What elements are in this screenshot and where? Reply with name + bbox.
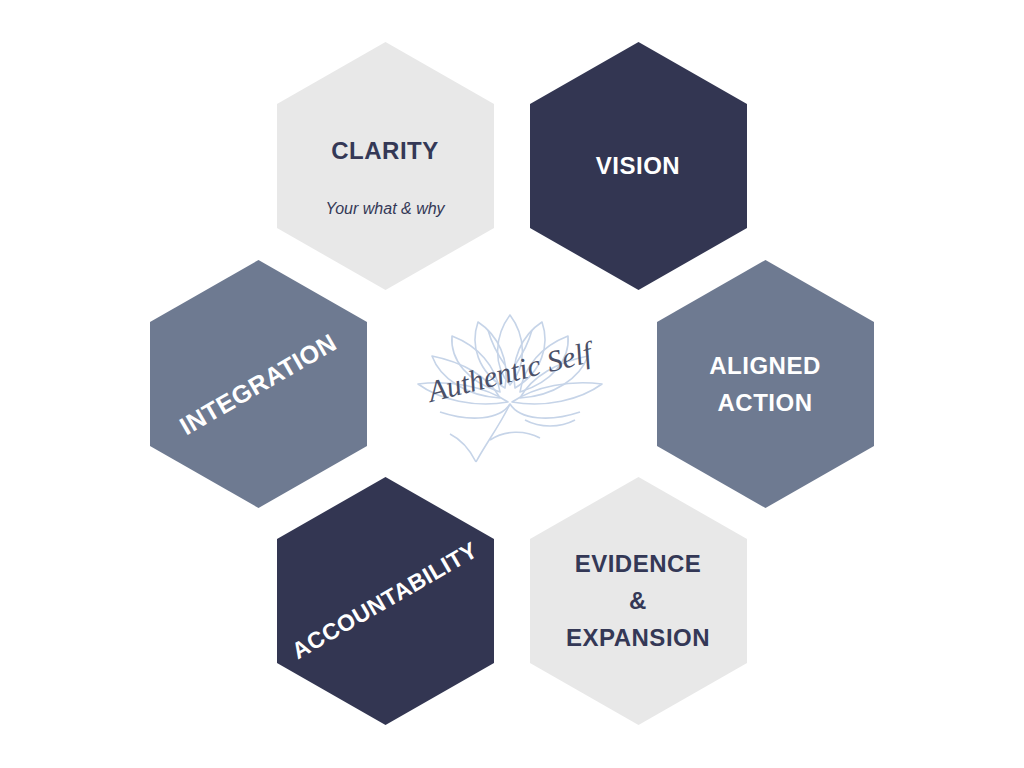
hexagon-node: ACCOUNTABILITY	[277, 477, 494, 725]
node-title: CLARITY	[331, 137, 439, 166]
hexagon-node: VISION	[530, 42, 747, 290]
node-subtitle: Your what & why	[325, 200, 444, 218]
center-script-label: Authentic Self	[425, 335, 596, 409]
node-title: VISION	[596, 152, 680, 181]
node-text-group: EVIDENCE & EXPANSION	[566, 545, 710, 657]
node-title: ALIGNED ACTION	[709, 347, 821, 421]
hexagon-node: ALIGNED ACTION	[657, 260, 874, 508]
hexagon-node: CLARITY Your what & why	[277, 42, 494, 290]
hexagon-shape	[657, 260, 874, 508]
node-text-group: CLARITY Your what & why	[325, 137, 444, 218]
hexagon-fill	[150, 260, 367, 508]
hexagon-fill	[277, 477, 494, 725]
node-text-group: VISION	[596, 152, 680, 181]
hexagon-fill	[530, 477, 747, 725]
node-title: EVIDENCE & EXPANSION	[566, 545, 710, 657]
hexagon-node: EVIDENCE & EXPANSION	[530, 477, 747, 725]
hexagon-fill	[657, 260, 874, 508]
hexagon-shape	[277, 42, 494, 290]
hexagon-fill	[277, 42, 494, 290]
hexagon-node: INTEGRATION	[150, 260, 367, 508]
hexagon-fill	[530, 42, 747, 290]
node-text-group: ALIGNED ACTION	[709, 347, 821, 421]
